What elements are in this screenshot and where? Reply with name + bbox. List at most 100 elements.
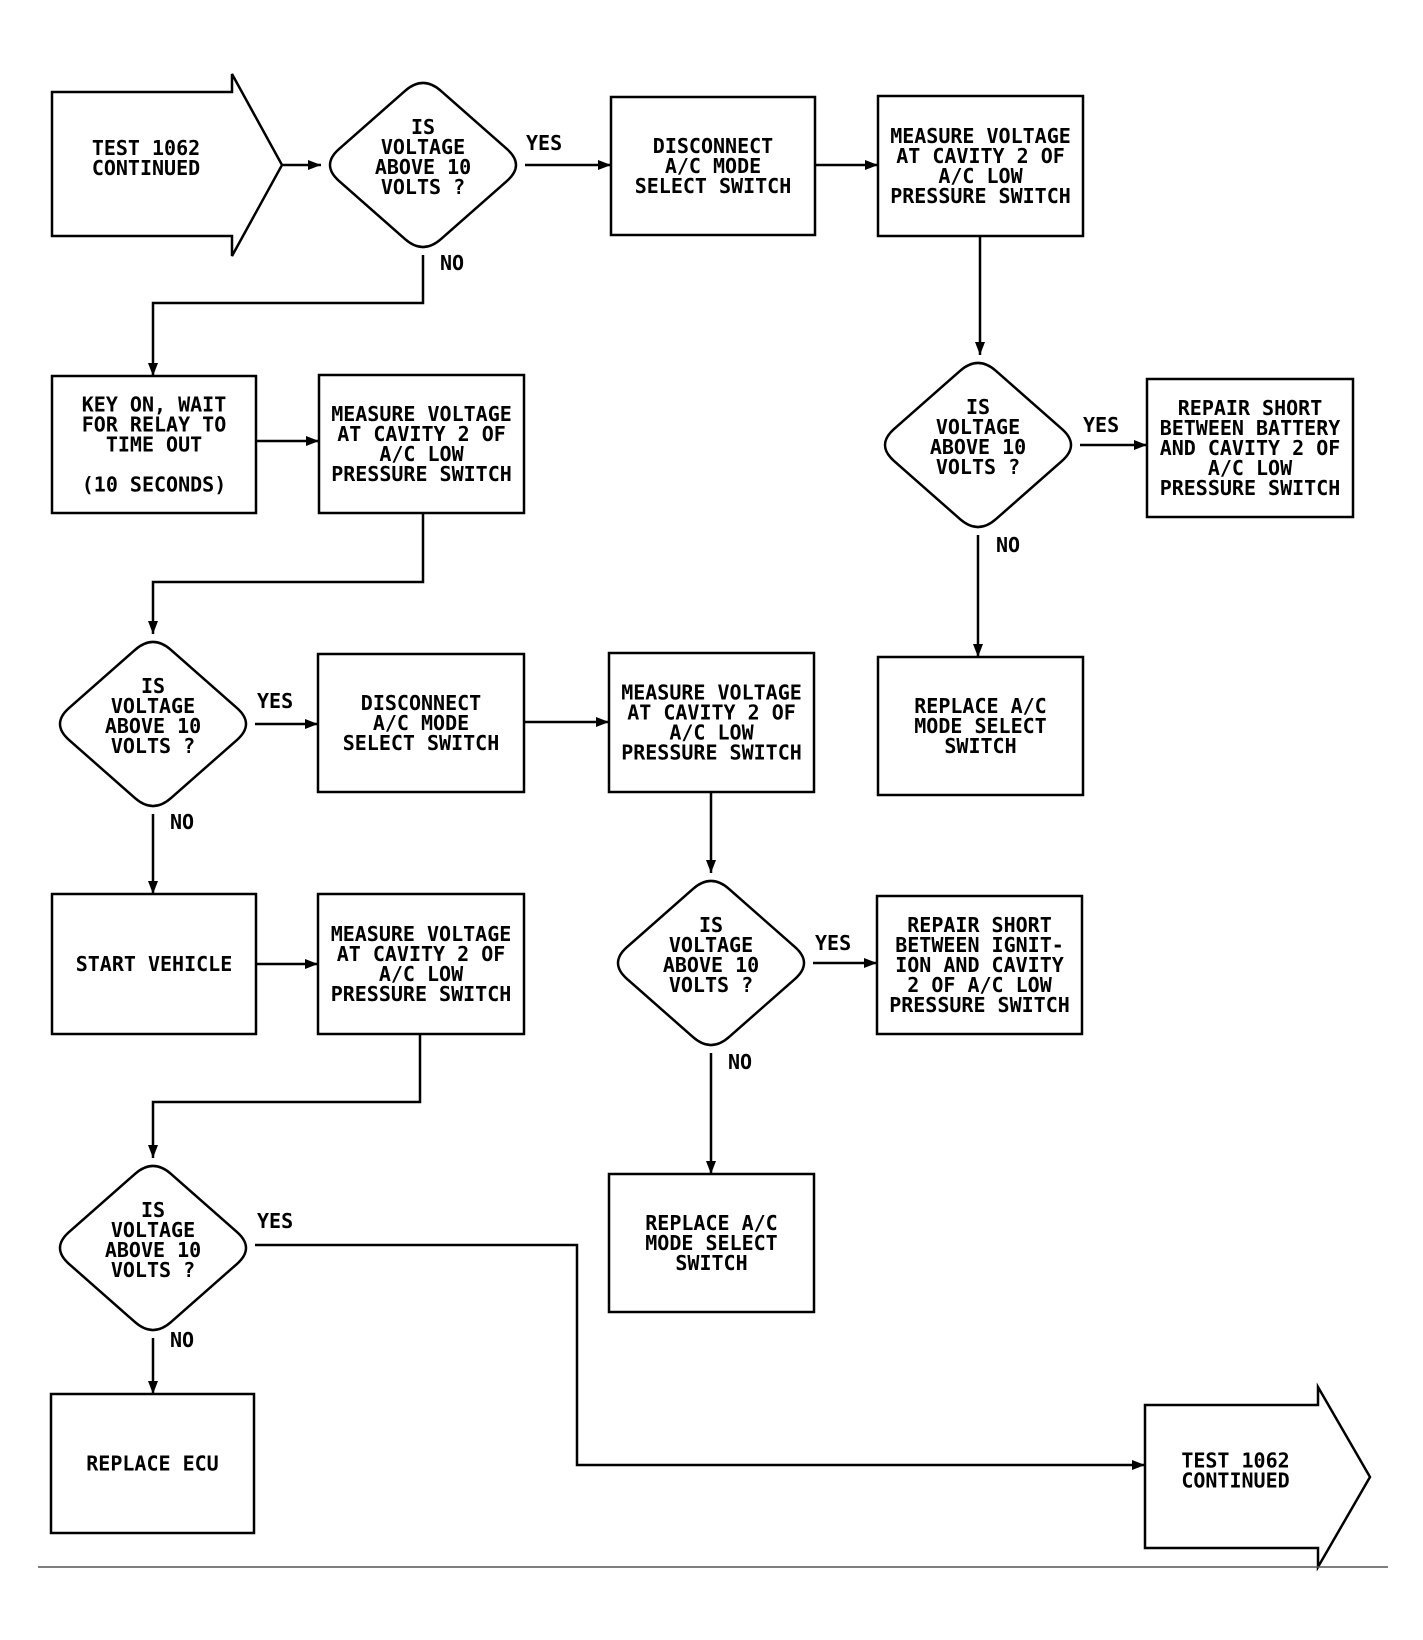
- box-measure-left-1-text-line-1: MEASURE VOLTAGE: [331, 402, 512, 426]
- box-measure-top-right-text-line-1: MEASURE VOLTAGE: [890, 124, 1071, 148]
- decision-1-yes-label: YES: [526, 131, 562, 155]
- box-disconnect-top-text-line-2: A/C MODE: [665, 154, 761, 178]
- box-replace-switch-right-text-line-3: SWITCH: [944, 734, 1016, 758]
- box-repair-battery-text-line-4: A/C LOW: [1208, 456, 1293, 480]
- box-replace-switch-right-text-line-2: MODE SELECT: [914, 714, 1046, 738]
- box-measure-mid: [607, 651, 816, 794]
- decision-5-text-line-4: VOLTS ?: [111, 1258, 195, 1282]
- conn-decision-5-no-arrowhead: [148, 1381, 158, 1394]
- conn-decision-4-yes-arrowhead: [864, 958, 877, 968]
- decision-4-text-line-1: IS: [699, 913, 723, 937]
- decision-4-text-line-3: ABOVE 10: [663, 953, 759, 977]
- decision-3-text-line-1: IS: [141, 674, 165, 698]
- end-terminal: [1143, 1382, 1372, 1572]
- decision-1-text-line-3: ABOVE 10: [375, 155, 471, 179]
- box-repair-battery-text-line-2: BETWEEN BATTERY: [1160, 416, 1341, 440]
- conn-decision-5-yes: [255, 1243, 1145, 1467]
- box-measure-mid-text-line-4: PRESSURE SWITCH: [621, 741, 802, 765]
- box-repair-battery: [1145, 377, 1355, 519]
- box-disconnect-top-text-line-3: SELECT SWITCH: [635, 174, 792, 198]
- decision-3-text-line-4: VOLTS ?: [111, 734, 195, 758]
- box-measure-left-2-text-line-3: A/C LOW: [379, 962, 464, 986]
- conn-measure-left-2-to-decision-5-arrowhead: [148, 1145, 158, 1158]
- box-repair-ignition: [875, 894, 1084, 1036]
- box-key-on: [50, 374, 258, 515]
- box-start-vehicle: [50, 892, 258, 1036]
- conn-decision-2-no-arrowhead: [973, 644, 983, 657]
- box-disconnect-top-text-line-1: DISCONNECT: [653, 134, 773, 158]
- box-repair-ignition-text-line-4: 2 OF A/C LOW: [907, 973, 1052, 997]
- box-replace-switch-right-text-line-1: REPLACE A/C: [914, 694, 1046, 718]
- box-measure-top-right-text-line-3: A/C LOW: [938, 164, 1023, 188]
- decision-5-text-line-1: IS: [141, 1198, 165, 1222]
- box-measure-top-right-text-line-2: AT CAVITY 2 OF: [896, 144, 1065, 168]
- decision-2-text-line-3: ABOVE 10: [930, 435, 1026, 459]
- decision-3-text-line-2: VOLTAGE: [111, 694, 195, 718]
- box-disconnect-mid-text-line-1: DISCONNECT: [361, 691, 481, 715]
- box-measure-left-2-text-line-1: MEASURE VOLTAGE: [331, 922, 512, 946]
- box-key-on-text-line-2: FOR RELAY TO: [82, 413, 227, 437]
- box-repair-battery-text-line-3: AND CAVITY 2 OF: [1160, 436, 1341, 460]
- box-repair-ignition-text-line-3: ION AND CAVITY: [895, 953, 1064, 977]
- box-replace-switch-right: [876, 655, 1085, 797]
- conn-measure-left-2-to-decision-5: [151, 1034, 422, 1158]
- box-measure-mid-text-line-3: A/C LOW: [669, 721, 754, 745]
- conn-disconnect-mid-to-measure-mid-arrowhead: [596, 717, 609, 727]
- decision-3-no-label: NO: [170, 810, 194, 834]
- conn-measure-left-1-to-decision-3-arrowhead: [148, 621, 158, 634]
- box-measure-mid-text-line-1: MEASURE VOLTAGE: [621, 681, 802, 705]
- end-terminal-text-line-2: CONTINUED: [1181, 1469, 1289, 1493]
- box-measure-top-right-text-line-4: PRESSURE SWITCH: [890, 184, 1071, 208]
- decision-1-text-line-1: IS: [411, 115, 435, 139]
- end-terminal-text-line-1: TEST 1062: [1181, 1449, 1289, 1473]
- start-terminal-text-line-1: TEST 1062: [92, 136, 200, 160]
- box-repair-battery-text-line-5: PRESSURE SWITCH: [1160, 476, 1341, 500]
- box-disconnect-mid-text-line-2: A/C MODE: [373, 711, 469, 735]
- box-measure-left-1-text-line-4: PRESSURE SWITCH: [331, 462, 512, 486]
- conn-decision-3-no-arrowhead: [148, 881, 158, 894]
- start-terminal-text-line-2: CONTINUED: [92, 156, 200, 180]
- box-measure-left-2-text-line-2: AT CAVITY 2 OF: [337, 942, 506, 966]
- box-measure-left-1: [317, 373, 526, 515]
- conn-measure-top-to-decision-2-arrowhead: [975, 342, 985, 355]
- box-replace-switch-mid-text-line-1: REPLACE A/C: [645, 1211, 777, 1235]
- box-measure-left-2-text-line-4: PRESSURE SWITCH: [331, 982, 512, 1006]
- decision-5-text-line-2: VOLTAGE: [111, 1218, 195, 1242]
- conn-decision-1-no: [151, 255, 425, 376]
- decision-2-text-line-1: IS: [966, 395, 990, 419]
- box-start-vehicle-text-line-1: START VEHICLE: [76, 952, 233, 976]
- decision-4: [616, 879, 806, 1047]
- conn-measure-left-1-to-decision-3: [151, 513, 425, 634]
- box-measure-mid-text-line-2: AT CAVITY 2 OF: [627, 701, 796, 725]
- decision-4-no-label: NO: [728, 1050, 752, 1074]
- decision-3-text-line-3: ABOVE 10: [105, 714, 201, 738]
- decision-4-text-line-4: VOLTS ?: [669, 973, 753, 997]
- decision-3-yes-label: YES: [257, 689, 293, 713]
- conn-key-on-to-measure-arrowhead: [306, 436, 319, 446]
- decision-2-text-line-4: VOLTS ?: [936, 455, 1020, 479]
- decision-4-yes-label: YES: [815, 931, 851, 955]
- decision-5-no-label: NO: [170, 1328, 194, 1352]
- box-disconnect-mid: [316, 652, 526, 794]
- decision-5: [58, 1164, 248, 1332]
- conn-start-to-decision-1-arrowhead: [308, 160, 321, 170]
- box-replace-ecu-text-line-1: REPLACE ECU: [86, 1452, 218, 1476]
- box-key-on-text-line-1: KEY ON, WAIT: [82, 393, 227, 417]
- box-measure-left-1-text-line-2: AT CAVITY 2 OF: [337, 422, 506, 446]
- conn-decision-4-no-arrowhead: [706, 1161, 716, 1174]
- decision-2-yes-label: YES: [1083, 413, 1119, 437]
- conn-decision-3-yes-arrowhead: [305, 719, 318, 729]
- decision-5-text-line-3: ABOVE 10: [105, 1238, 201, 1262]
- conn-measure-mid-to-decision-4-arrowhead: [706, 860, 716, 873]
- decision-1-text-line-2: VOLTAGE: [381, 135, 465, 159]
- box-replace-switch-mid-text-line-3: SWITCH: [675, 1251, 747, 1275]
- conn-decision-5-yes-arrowhead: [1132, 1460, 1145, 1470]
- start-terminal: [50, 73, 284, 257]
- decision-5-yes-label: YES: [257, 1209, 293, 1233]
- conn-disconnect-to-measure-top-arrowhead: [865, 160, 878, 170]
- conn-decision-2-yes-arrowhead: [1134, 440, 1147, 450]
- decision-3: [58, 640, 248, 808]
- decision-4-text-line-2: VOLTAGE: [669, 933, 753, 957]
- box-key-on-text-line-3: TIME OUT: [106, 433, 202, 457]
